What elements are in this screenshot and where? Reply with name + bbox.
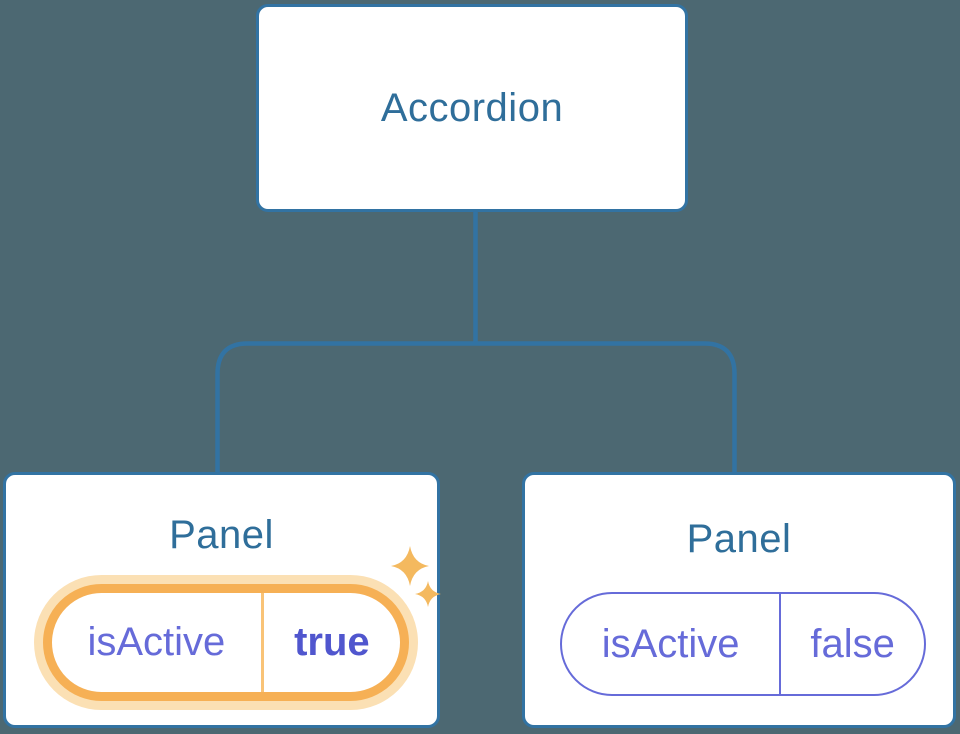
panel-title: Panel <box>169 513 274 557</box>
accordion-label: Accordion <box>380 85 564 130</box>
state-key-label: isActive <box>562 594 782 694</box>
state-value-label: true <box>294 620 370 664</box>
sparkles-icon <box>391 546 441 607</box>
state-pill-active: isActive true <box>43 584 409 701</box>
panel-node-inactive: Panel isActive false <box>522 472 956 728</box>
panel-title: Panel <box>686 517 792 561</box>
state-pill-inactive: isActive false <box>560 592 926 696</box>
connector-bracket <box>215 341 737 472</box>
state-value-label: false <box>810 621 895 666</box>
accordion-node: Accordion <box>256 4 688 212</box>
state-key-label: isActive <box>52 593 264 692</box>
panel-node-active: Panel isActive true <box>3 472 441 728</box>
